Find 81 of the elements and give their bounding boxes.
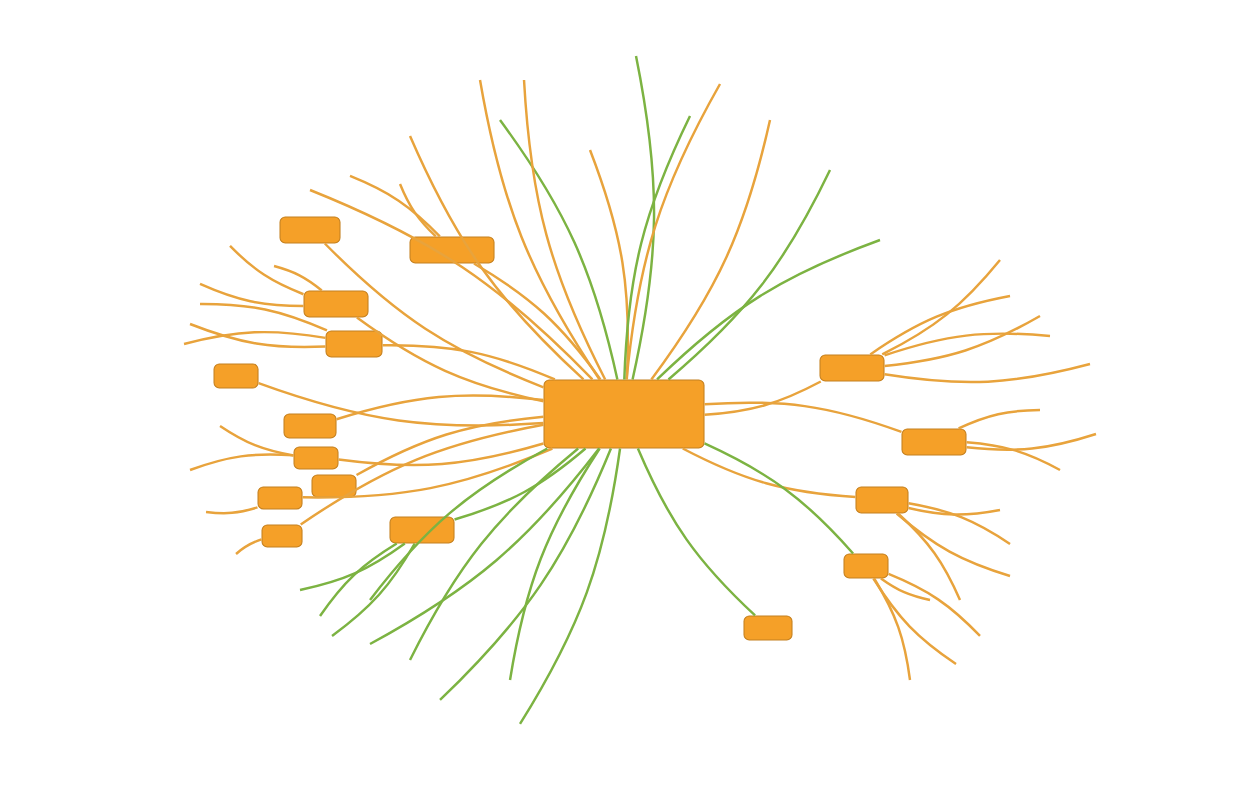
topic-box xyxy=(293,446,339,470)
branch-line xyxy=(888,572,981,637)
branch-line xyxy=(319,542,398,617)
topic-box xyxy=(303,290,369,318)
branch-line xyxy=(199,282,304,308)
topic-box xyxy=(283,413,337,439)
branch-line xyxy=(508,447,601,681)
branch-line xyxy=(205,506,258,515)
branch-line xyxy=(499,119,619,380)
branch-line xyxy=(881,259,1001,356)
branch-line xyxy=(382,344,556,381)
branch-line xyxy=(908,506,1001,516)
branch-line xyxy=(908,502,1011,545)
branch-line xyxy=(636,448,756,617)
topic-box xyxy=(843,553,889,579)
topic-box xyxy=(743,615,793,641)
branch-line xyxy=(398,183,437,238)
branch-line xyxy=(189,322,326,349)
branch-line xyxy=(958,408,1040,430)
branch-line xyxy=(518,448,622,725)
branch-line xyxy=(873,577,912,681)
branch-line xyxy=(369,447,601,646)
branch-line xyxy=(966,441,1061,472)
topic-box xyxy=(279,216,341,244)
branch-line xyxy=(338,442,544,467)
branch-line xyxy=(355,415,544,477)
branch-line xyxy=(336,394,544,421)
topic-box xyxy=(409,236,495,264)
branch-line xyxy=(522,79,607,380)
branch-line xyxy=(229,245,304,296)
branch-line xyxy=(682,447,856,499)
branch-line xyxy=(884,314,1041,368)
branch-line xyxy=(704,380,822,417)
branch-line xyxy=(897,512,962,601)
branch-line xyxy=(966,432,1097,451)
topic-box xyxy=(213,363,259,389)
branch-line xyxy=(439,448,613,701)
branch-line xyxy=(884,362,1091,384)
branch-line xyxy=(408,135,585,381)
topic-box xyxy=(855,486,909,514)
topic-box xyxy=(311,474,357,498)
topic-box xyxy=(257,486,303,510)
branch-line xyxy=(880,577,931,602)
branch-line xyxy=(331,542,416,637)
topic-box xyxy=(901,428,967,456)
branch-line xyxy=(235,538,262,555)
branch-line xyxy=(473,262,602,381)
branch-line xyxy=(884,332,1051,357)
branch-line xyxy=(369,447,548,601)
branch-line xyxy=(273,264,323,292)
branch-line xyxy=(302,447,553,499)
central-box xyxy=(543,379,705,449)
branch-line xyxy=(300,423,544,526)
branch-line xyxy=(478,79,601,381)
branch-line xyxy=(309,188,594,381)
branch-line xyxy=(258,381,544,427)
branch-line xyxy=(454,447,587,521)
branch-line xyxy=(650,119,772,381)
branch-line xyxy=(869,294,1011,356)
branch-line xyxy=(631,55,656,380)
branch-line xyxy=(704,401,902,434)
branch-line xyxy=(872,577,957,665)
branch-line xyxy=(356,316,544,403)
branch-line xyxy=(189,453,294,472)
branch-line xyxy=(408,447,579,661)
branch-line xyxy=(183,330,326,346)
branch-line xyxy=(656,238,881,381)
topic-box xyxy=(389,516,455,544)
branch-line xyxy=(625,83,722,380)
topic-box xyxy=(819,354,885,382)
branch-line xyxy=(895,512,1011,578)
branch-line xyxy=(349,174,441,238)
branch-line xyxy=(323,242,544,389)
topic-box xyxy=(261,524,303,548)
topic-box xyxy=(325,330,383,358)
branch-line xyxy=(200,302,328,332)
branch-line xyxy=(704,442,854,555)
branch-line xyxy=(667,169,832,381)
branch-line xyxy=(623,115,692,380)
branch-line xyxy=(219,424,294,457)
branch-line xyxy=(299,542,406,592)
